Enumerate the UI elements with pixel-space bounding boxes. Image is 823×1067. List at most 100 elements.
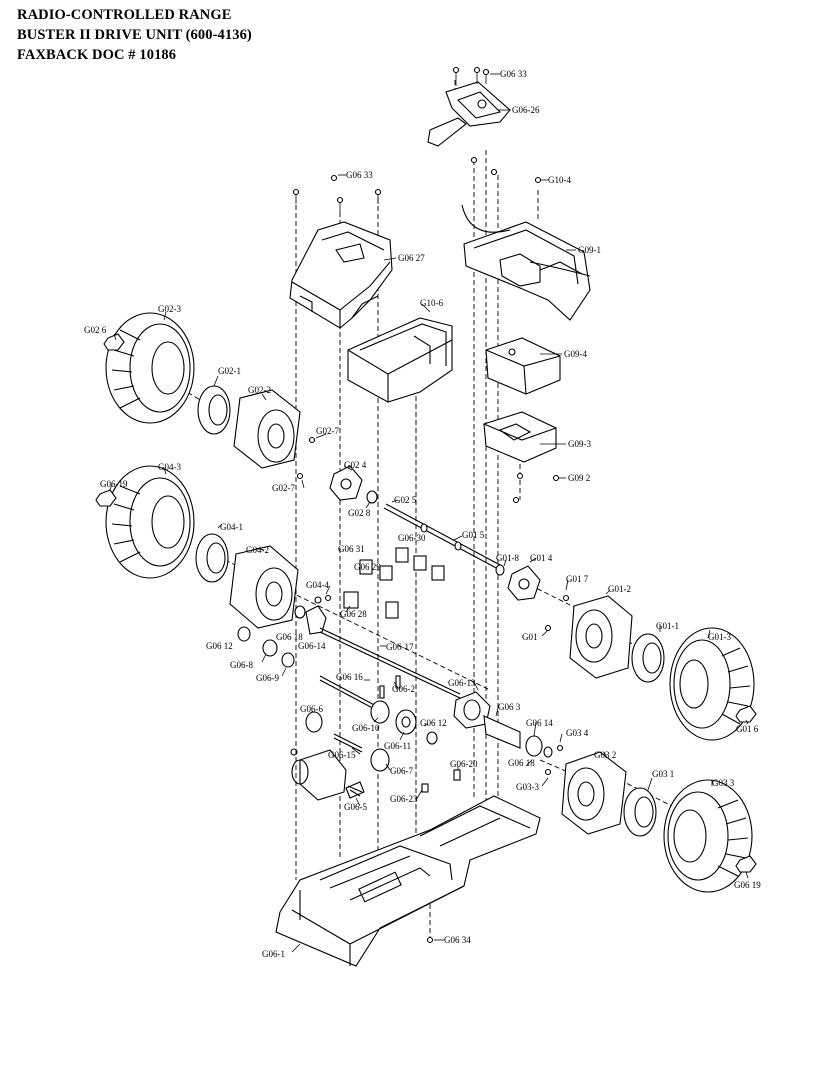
label-g02-1: G02-1 [218,366,241,376]
motor-cover-part [347,317,453,403]
label-g02-7a: G02-7 [316,426,339,436]
label-g06-23: G06-23 [390,794,418,804]
label-g06-26: G06-26 [512,105,540,115]
label-g06-2: G06-2 [392,684,415,694]
left-gear-parts [237,596,327,668]
label-g06-30: G06-30 [398,533,426,543]
label-g09-4: G09-4 [564,349,587,359]
label-g09-1: G09-1 [578,245,601,255]
label-g02-8: G02 8 [348,508,371,518]
label-g02-4: G02 4 [344,460,367,470]
label-g06-9: G06-9 [256,673,279,683]
label-g04-3: G04-3 [158,462,181,472]
label-g06-27: G06 27 [398,253,425,263]
left-rear-tire [105,312,195,424]
label-g04-1: G04-1 [220,522,243,532]
left-front-hub [195,533,229,583]
label-g03-3: G03 3 [712,778,735,788]
label-g02-5: G02 5 [394,495,417,505]
label-g02-6: G02 6 [84,325,107,335]
label-g01-2: G01-2 [608,584,631,594]
label-g03-3b: G03-3 [516,782,539,792]
label-g06-14b: G06 14 [526,718,553,728]
label-g06-12a: G06 12 [206,641,233,651]
label-g03-1: G03 1 [652,769,674,779]
label-g06-15: G06-15 [328,750,356,760]
label-g03-4: G03 4 [566,728,589,738]
label-g09-2: G09 2 [568,473,590,483]
label-g06-34: G06 34 [444,935,471,945]
front-drive-shaft [383,503,505,576]
label-g06-33a: G06 33 [500,69,527,79]
battery-cover-part [485,337,561,395]
right-rear-nut [735,855,757,873]
label-g01: G01 [522,632,538,642]
label-g01-6: G01 6 [736,724,759,734]
label-g09-3: G09-3 [568,439,591,449]
label-g03-2: G03 2 [594,750,616,760]
drive-motor [290,748,365,801]
right-rear-hub [623,787,657,837]
brush-plates [343,547,445,619]
label-g06-1: G06-1 [262,949,285,959]
part-labels: G06 33 G06-26 G06 33 G10-4 G06 27 G09-1 … [84,69,761,959]
label-g06-18a: G06 18 [276,632,303,642]
label-g06-33b: G06 33 [346,170,373,180]
label-g10-6: G10-6 [420,298,443,308]
left-rear-gearbox [233,389,301,469]
label-g06-3: G06 3 [498,702,521,712]
washer-g028 [366,490,378,504]
label-g06-6: G06-6 [300,704,323,714]
left-front-tire [105,465,195,579]
label-g06-7: G06-7 [390,766,413,776]
steering-bracket-part [427,70,511,147]
right-front-nut [735,705,757,723]
label-g02-2: G02-2 [248,385,271,395]
top-cover-part [289,221,393,329]
right-front-gearbox [569,595,633,679]
label-g06-16: G06 16 [336,672,363,682]
label-g06-8: G06-8 [230,660,253,670]
label-g06-18b: G06 18 [508,758,535,768]
label-g06-13: G06-13 [448,678,476,688]
label-g06-19a: G06-19 [100,479,128,489]
label-g06-5: G06-5 [344,802,367,812]
label-g10-4: G10-4 [548,175,571,185]
label-g04-2: G04-2 [246,545,269,555]
label-g06-29: G06 29 [354,562,381,572]
left-rear-hub [197,385,231,435]
main-shaft [319,627,461,699]
label-g06-11: G06-11 [384,741,411,751]
doc-title-line-2: BUSTER II DRIVE UNIT (600-4136) [17,27,252,43]
label-g01-4: G01 4 [530,553,553,563]
receiver-tray-part [461,204,591,321]
label-g06-12b: G06 12 [420,718,447,728]
steering-knuckle [329,465,363,501]
switch-housing-part [483,411,557,463]
right-rear-gearbox [561,751,627,835]
label-g01-7: G01 7 [566,574,589,584]
label-g04-4: G04-4 [306,580,329,590]
right-front-tire [669,627,755,741]
chassis-base [275,795,541,967]
left-front-gearbox [229,545,299,629]
label-g06-14a: G06-14 [298,641,326,651]
right-front-hub [631,633,665,683]
label-g06-19b: G06 19 [734,880,761,890]
label-g01-5: G01 5 [462,530,485,540]
doc-title-line-3: FAXBACK DOC # 10186 [17,47,177,63]
gear-cluster [305,675,553,772]
label-g06-10: G06-10 [352,723,380,733]
label-g02-3: G02-3 [158,304,181,314]
screws [292,66,570,944]
label-g02-7b: G02-7 [272,483,295,493]
right-steering-knuckle [507,565,541,601]
label-g06-31: G06 31 [338,544,365,554]
label-g01-3: G01-3 [708,632,731,642]
left-rear-nut [103,333,125,351]
label-g01-1: G01-1 [656,621,679,631]
label-g01-8: G01-8 [496,553,519,563]
label-g06-20: G06-20 [450,759,478,769]
